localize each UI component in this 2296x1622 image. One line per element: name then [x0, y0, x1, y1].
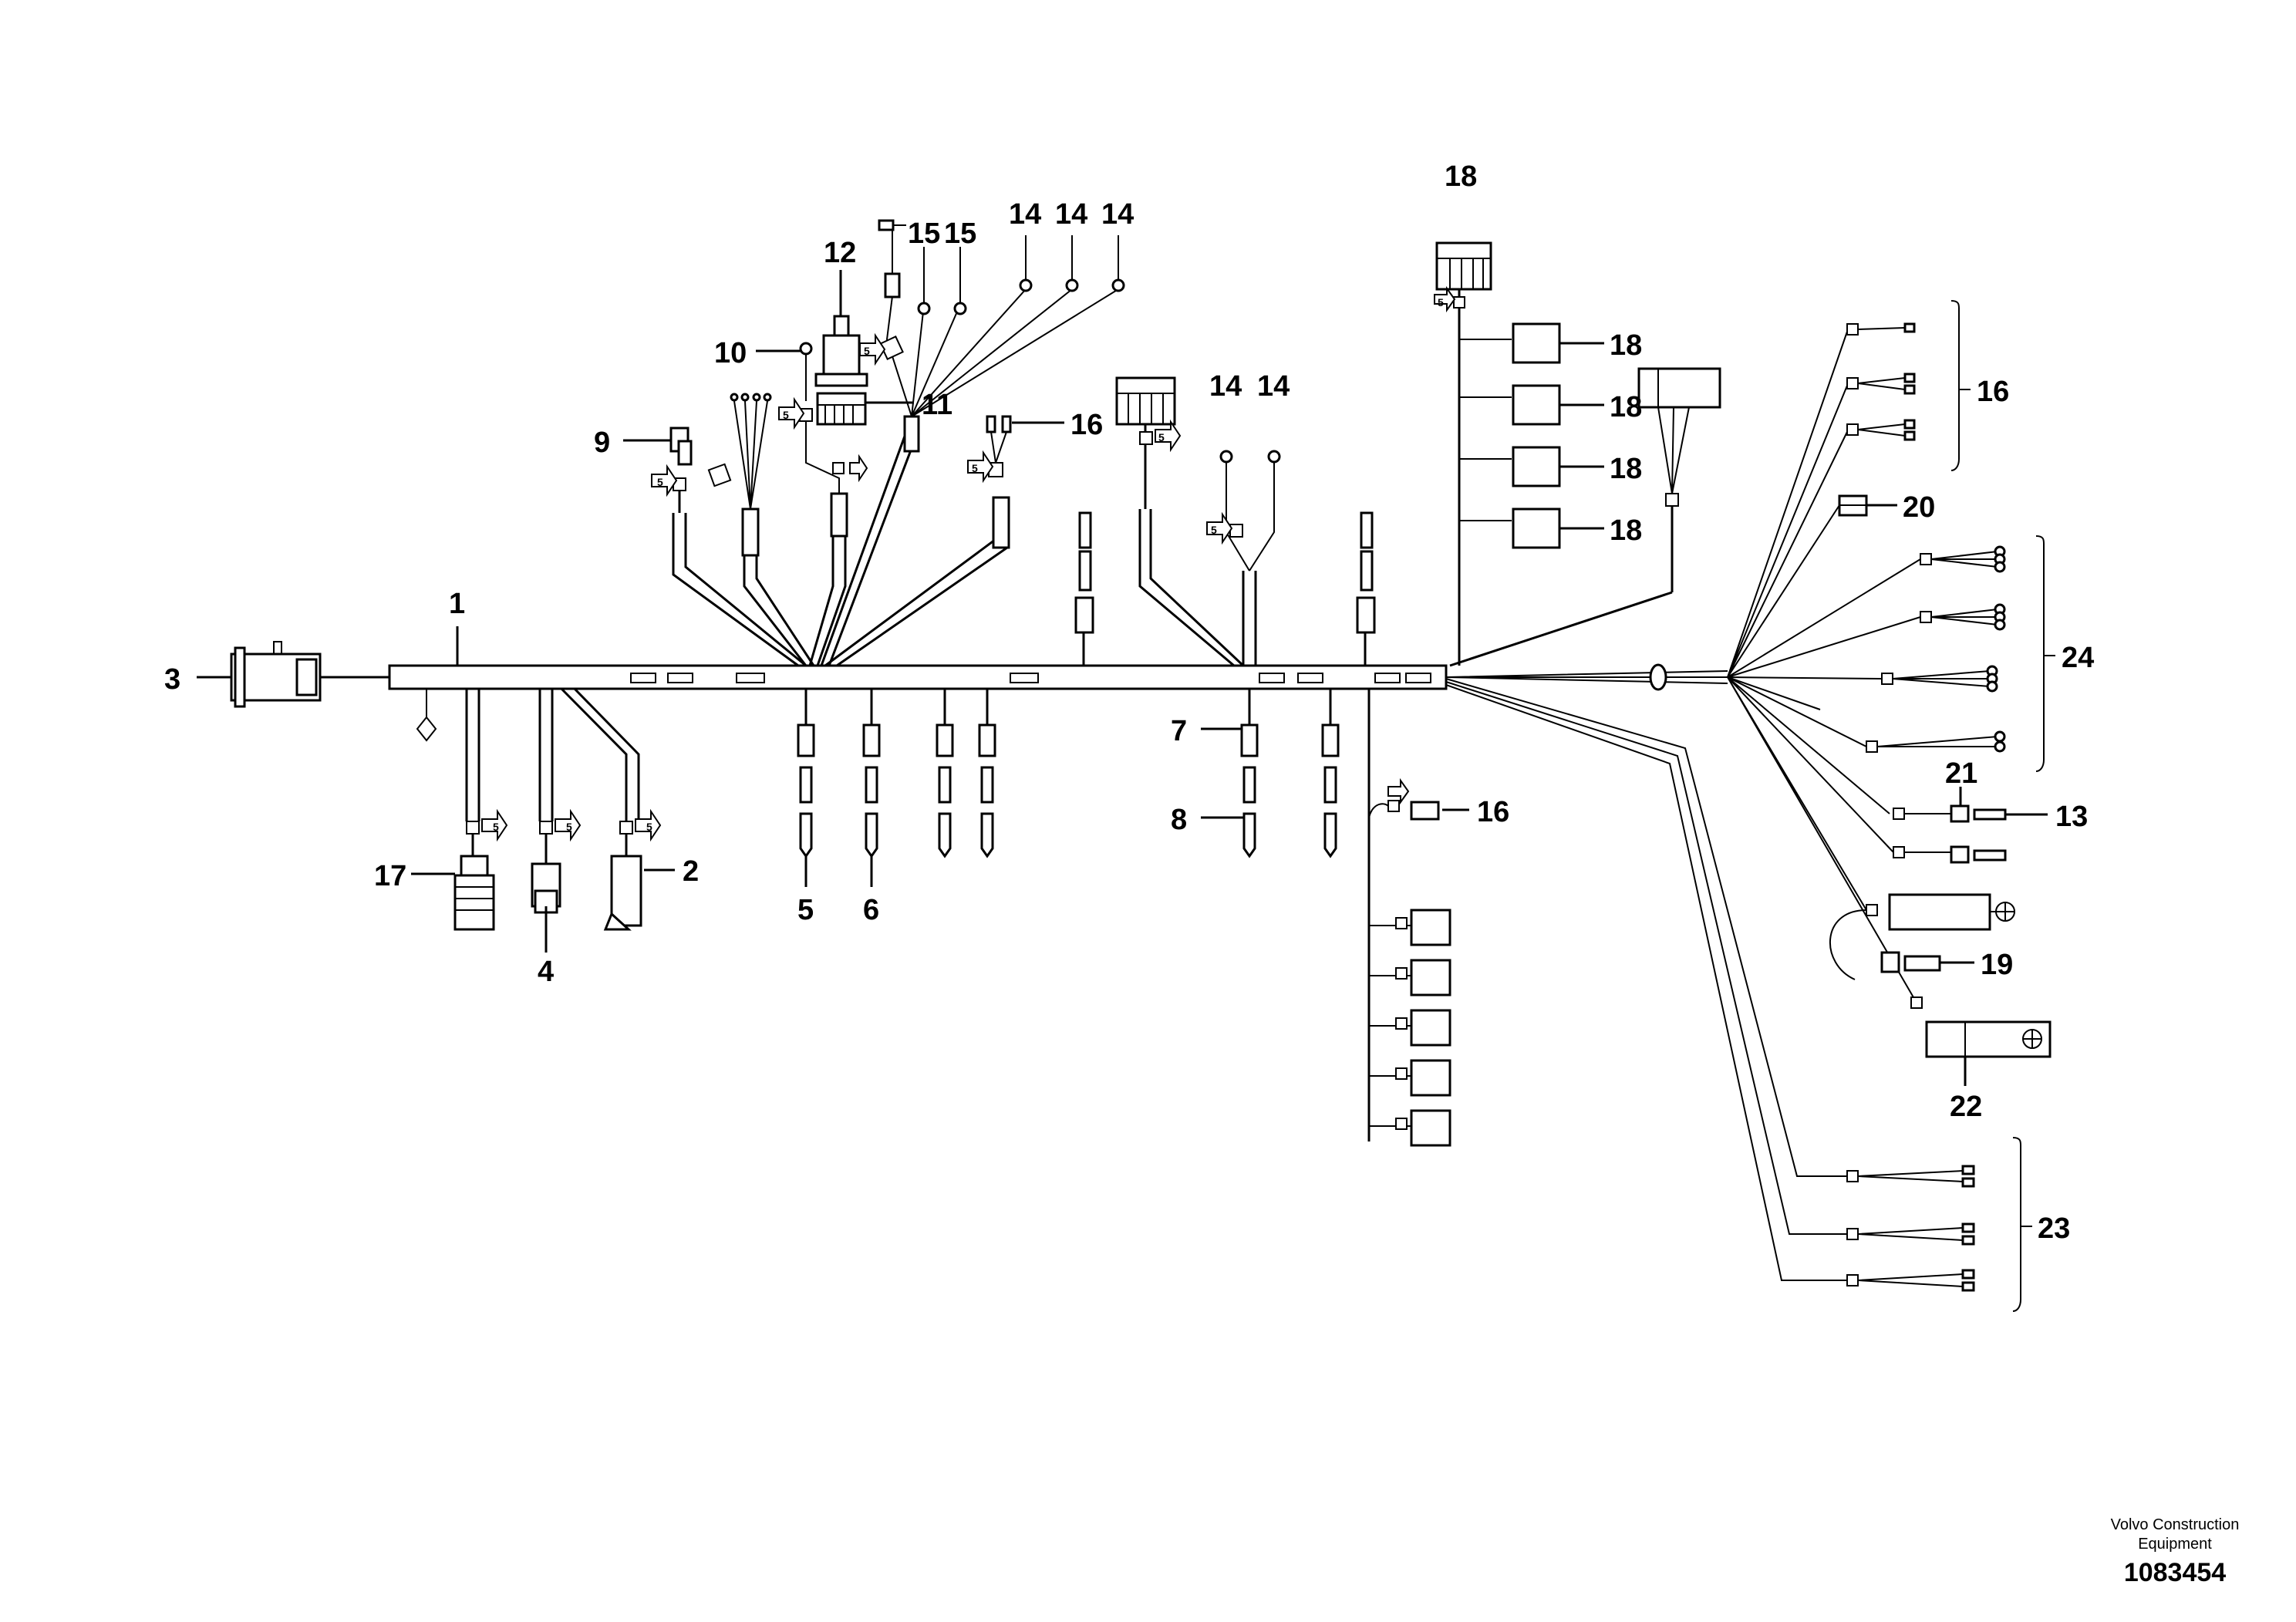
callout-18: 18: [1610, 391, 1642, 423]
tag-5-label: 5: [566, 821, 572, 833]
callout-16: 16: [1070, 409, 1103, 441]
callout-16: 16: [1977, 376, 2009, 408]
callout-12: 12: [824, 237, 856, 269]
main-harness-trunk: [388, 664, 1448, 742]
upper-left-branches: [651, 219, 1125, 667]
tag-5-label: 5: [1211, 524, 1217, 536]
callout-18: 18: [1610, 329, 1642, 362]
company-name: Volvo Construction Equipment: [2082, 1516, 2267, 1554]
callout-4: 4: [538, 956, 554, 988]
tag-5-label: 5: [646, 821, 652, 833]
tag-5-label: 5: [1158, 431, 1165, 443]
callout-5: 5: [797, 894, 814, 926]
middle-top-branches: [1074, 376, 1376, 667]
callouts: 1 2 3 4 5 6 7 8 9 10 11 12 13 14 14 14 1…: [164, 160, 2094, 1245]
callout-14: 14: [1009, 198, 1041, 231]
company-line-1: Volvo Construction: [2110, 1516, 2240, 1533]
diamond-marker: [416, 716, 437, 742]
callout-14: 14: [1101, 198, 1134, 231]
callout-1: 1: [449, 588, 465, 620]
callout-3: 3: [164, 663, 180, 696]
company-line-2: Equipment: [2138, 1536, 2212, 1553]
callout-9: 9: [594, 427, 610, 459]
callout-14: 14: [1209, 370, 1242, 403]
tag-5-label: 5: [972, 462, 978, 474]
callout-11: 11: [922, 389, 952, 421]
callout-17: 17: [374, 860, 406, 892]
drawing-number: 1083454: [2123, 1558, 2227, 1587]
callout-23: 23: [2038, 1212, 2070, 1245]
tag-5-label: 5: [1438, 296, 1444, 309]
callout-6: 6: [863, 894, 879, 926]
bottom-middle-drops: [797, 689, 1340, 858]
connector-23-group: [1445, 678, 1975, 1292]
callout-14: 14: [1055, 198, 1087, 231]
callout-20: 20: [1903, 491, 1935, 524]
tag-labels: 5 5 5 5 5 5 5 5 5 5: [493, 296, 1444, 833]
leader-lines: [197, 270, 2048, 1086]
callout-18: 18: [1610, 453, 1642, 485]
callout-2: 2: [683, 855, 699, 888]
callout-21: 21: [1945, 757, 1977, 790]
callout-18: 18: [1445, 160, 1477, 193]
callout-15: 15: [944, 218, 976, 250]
group-brackets: [1950, 300, 2055, 1312]
callout-15: 15: [908, 218, 940, 250]
connector-18-cluster: [1434, 241, 1721, 667]
callout-13: 13: [2055, 801, 2088, 833]
tag-5-label: 5: [783, 409, 789, 421]
tag-5-label: 5: [864, 345, 870, 357]
callout-22: 22: [1950, 1091, 1982, 1123]
connector-3: [230, 641, 389, 708]
tag-5-label: 5: [657, 476, 663, 488]
lower-vertical-branch: [1367, 689, 1451, 1147]
callout-10: 10: [714, 337, 747, 369]
callout-19: 19: [1981, 949, 2013, 981]
callout-16: 16: [1477, 796, 1509, 828]
branch-17-4-2: [453, 687, 662, 931]
callout-14: 14: [1257, 370, 1290, 403]
callout-24: 24: [2062, 642, 2094, 674]
tag-5-label: 5: [493, 821, 499, 833]
callout-7: 7: [1171, 715, 1187, 747]
connector-stack: [1369, 909, 1451, 1147]
callout-8: 8: [1171, 804, 1187, 836]
callout-18: 18: [1610, 514, 1642, 547]
